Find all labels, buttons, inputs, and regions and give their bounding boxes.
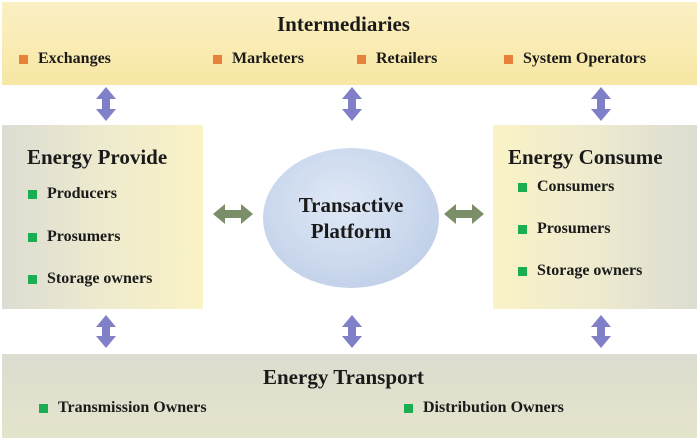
- consumer-item: Storage owners: [518, 262, 642, 280]
- energy-consume-box: Energy Consume Consumers Prosumers Stora…: [493, 125, 697, 309]
- transport-item: Distribution Owners: [404, 399, 564, 417]
- energy-transport-box: Energy Transport Transmission Owners Dis…: [2, 354, 697, 438]
- intermediary-item: Retailers: [357, 50, 437, 68]
- provider-item: Producers: [28, 185, 117, 203]
- green-square-icon: [28, 274, 37, 284]
- provider-label: Producers: [47, 185, 117, 202]
- green-square-icon: [404, 403, 413, 413]
- orange-square-icon: [357, 54, 366, 64]
- orange-square-icon: [504, 54, 513, 64]
- double-arrow-horizontal-icon: [213, 204, 253, 224]
- transport-item: Transmission Owners: [39, 399, 207, 417]
- platform-label-line1: Transactive: [298, 193, 404, 217]
- green-square-icon: [518, 182, 527, 192]
- consumer-label: Consumers: [537, 178, 615, 195]
- double-arrow-horizontal-icon: [444, 204, 484, 224]
- consumer-label: Storage owners: [537, 262, 643, 279]
- orange-square-icon: [213, 54, 222, 64]
- platform-label-line2: Platform: [310, 219, 392, 243]
- double-arrow-vertical-icon: [342, 87, 362, 121]
- double-arrow-vertical-icon: [342, 315, 362, 348]
- provider-label: Prosumers: [47, 228, 121, 245]
- orange-square-icon: [19, 54, 28, 64]
- double-arrow-vertical-icon: [96, 87, 116, 121]
- green-square-icon: [518, 224, 527, 234]
- transport-label: Transmission Owners: [58, 399, 207, 416]
- transport-label: Distribution Owners: [423, 399, 564, 416]
- intermediary-label: Marketers: [232, 50, 304, 67]
- energy-transport-title: Energy Transport: [263, 365, 424, 389]
- energy-provide-title: Energy Provide: [27, 145, 168, 169]
- consumer-item: Consumers: [518, 178, 614, 196]
- green-square-icon: [28, 232, 37, 242]
- intermediaries-box: Intermediaries Exchanges Marketers Retai…: [2, 2, 697, 85]
- energy-provide-box: Energy Provide Producers Prosumers Stora…: [2, 125, 203, 309]
- intermediary-label: Retailers: [376, 50, 438, 67]
- intermediary-label: System Operators: [523, 50, 647, 67]
- double-arrow-vertical-icon: [591, 315, 611, 348]
- green-square-icon: [28, 189, 37, 199]
- transactive-platform-node: Transactive Platform: [263, 148, 439, 288]
- intermediary-label: Exchanges: [38, 50, 111, 67]
- double-arrow-vertical-icon: [96, 315, 116, 348]
- consumer-label: Prosumers: [537, 220, 611, 237]
- green-square-icon: [518, 266, 527, 276]
- intermediary-item: Marketers: [213, 50, 304, 68]
- green-square-icon: [39, 403, 48, 413]
- provider-item: Prosumers: [28, 228, 120, 246]
- provider-item: Storage owners: [28, 270, 152, 288]
- intermediary-item: Exchanges: [19, 50, 111, 68]
- intermediaries-title: Intermediaries: [277, 12, 410, 36]
- provider-label: Storage owners: [47, 270, 153, 287]
- intermediary-item: System Operators: [504, 50, 646, 68]
- energy-consume-title: Energy Consume: [508, 145, 663, 169]
- consumer-item: Prosumers: [518, 220, 610, 238]
- double-arrow-vertical-icon: [591, 87, 611, 121]
